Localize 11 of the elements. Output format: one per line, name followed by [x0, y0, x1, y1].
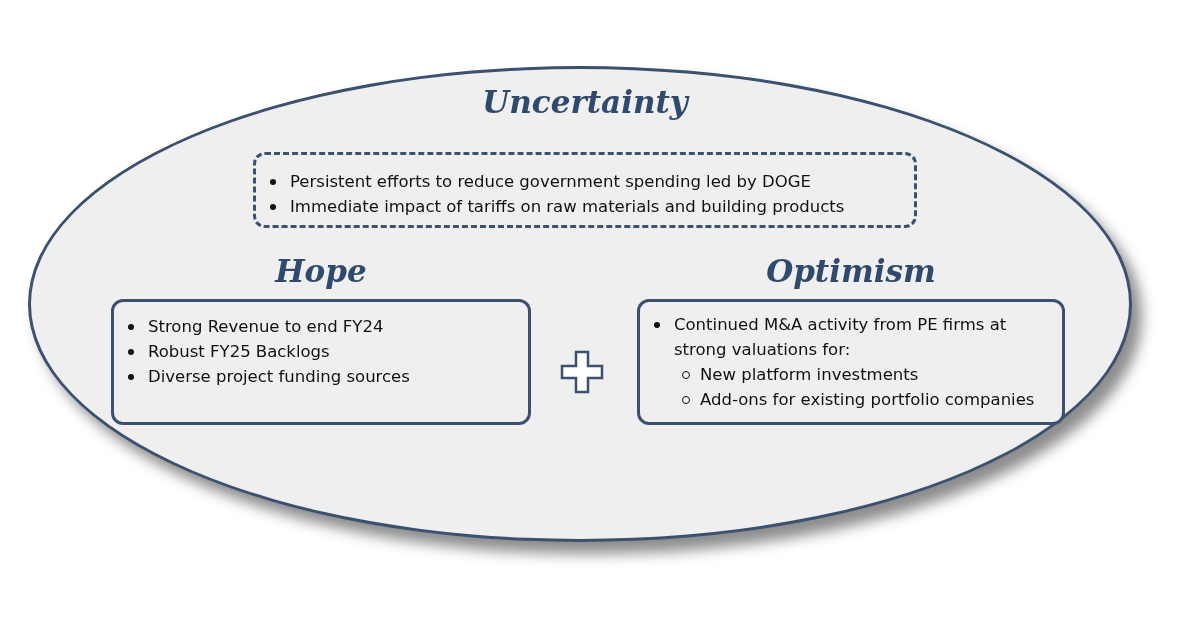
- bullet-item: Immediate impact of tariffs on raw materials and building products: [256, 194, 906, 219]
- bullet-item: Persistent efforts to reduce government spending led by DOGE: [256, 169, 906, 194]
- bullet-item: Strong Revenue to end FY24: [114, 314, 520, 339]
- section-heading: Uncertainty: [481, 83, 691, 122]
- bullet-item: Diverse project funding sources: [114, 364, 520, 389]
- sub-bullet-item: New platform investments: [640, 362, 1054, 387]
- bullet-item: Continued M&A activity from PE firms at strong valuations for:: [640, 312, 1054, 362]
- section-heading: Optimism: [765, 252, 937, 291]
- section-heading: Hope: [273, 252, 368, 291]
- bullet-item: Robust FY25 Backlogs: [114, 339, 520, 364]
- sub-bullet-item: Add-ons for existing portfolio companies: [640, 387, 1054, 412]
